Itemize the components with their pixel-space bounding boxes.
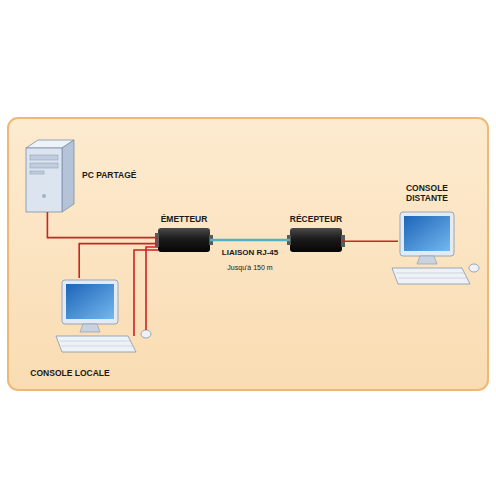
node-label: ÉMETTEUR: [144, 214, 224, 224]
floppy-slot: [30, 171, 44, 174]
monitor-screen: [66, 284, 114, 319]
pc-tower: [26, 140, 74, 212]
drive-bay: [30, 155, 58, 160]
video-cable: [79, 244, 158, 278]
video-cable: [47, 212, 158, 238]
rj45-cable: [210, 239, 290, 242]
receiver-box: [287, 228, 345, 252]
monitor-screen: [404, 216, 450, 251]
keyboard-cable: [134, 250, 158, 336]
keyboard-keys: [60, 341, 133, 346]
computer-node: PC PARTAGÉ: [24, 140, 76, 212]
mouse: [469, 264, 479, 272]
monitor-bezel: [400, 212, 454, 256]
power-button: [42, 194, 46, 198]
console-node: CONSOLE LOCALE: [60, 278, 124, 358]
keyboard: [392, 268, 470, 284]
box-body: [158, 228, 210, 252]
console-node: CONSOLE DISTANTE: [398, 208, 470, 288]
drive-bay: [30, 163, 58, 168]
node-label: RÉCEPTEUR: [276, 214, 356, 224]
keyboard: [56, 336, 136, 352]
transmitter-node: ÉMETTEUR: [158, 228, 210, 252]
node-label: CONSOLE LOCALE: [20, 368, 120, 378]
local-console: [56, 280, 151, 352]
receiver-node: RÉCEPTEUR: [290, 228, 342, 252]
video-cable: [342, 240, 398, 242]
link-label: LIAISON RJ-45: [222, 248, 278, 258]
cable-length-note: Jusqu'à 150 m: [227, 263, 272, 272]
tower-side: [62, 140, 74, 212]
node-label: CONSOLE DISTANTE: [398, 183, 456, 203]
port: [155, 233, 159, 247]
monitor-bezel: [62, 280, 118, 324]
remote-console: [392, 212, 479, 284]
transmitter-box: [155, 228, 213, 252]
mouse-cable: [146, 247, 158, 330]
monitor-stand: [80, 324, 100, 332]
mouse: [141, 330, 151, 338]
monitor-stand: [417, 256, 437, 264]
node-label: PC PARTAGÉ: [82, 170, 172, 180]
box-body: [290, 228, 342, 252]
keyboard-keys: [396, 273, 467, 278]
tower-front: [26, 148, 62, 212]
background-panel: [8, 118, 488, 390]
